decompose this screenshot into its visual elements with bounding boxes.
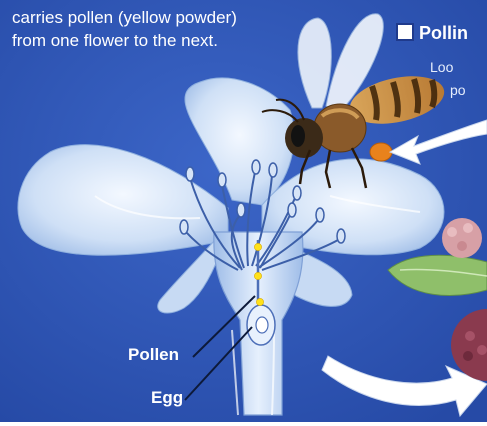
section-body-text: Loo po bbox=[430, 56, 466, 102]
egg bbox=[256, 317, 268, 333]
intro-caption-line-2: from one flower to the next. bbox=[12, 29, 322, 52]
intro-caption: carries pollen (yellow powder) from one … bbox=[12, 6, 322, 52]
egg-label: Egg bbox=[151, 388, 183, 408]
section-body-line-1: Loo bbox=[430, 56, 466, 79]
section-heading: Pollin bbox=[396, 23, 468, 44]
checkbox-icon bbox=[396, 23, 414, 41]
section-heading-text: Pollin bbox=[419, 23, 468, 43]
pollen-label: Pollen bbox=[128, 345, 179, 365]
section-body-line-2: po bbox=[430, 79, 466, 102]
intro-caption-line-1: carries pollen (yellow powder) bbox=[12, 6, 322, 29]
